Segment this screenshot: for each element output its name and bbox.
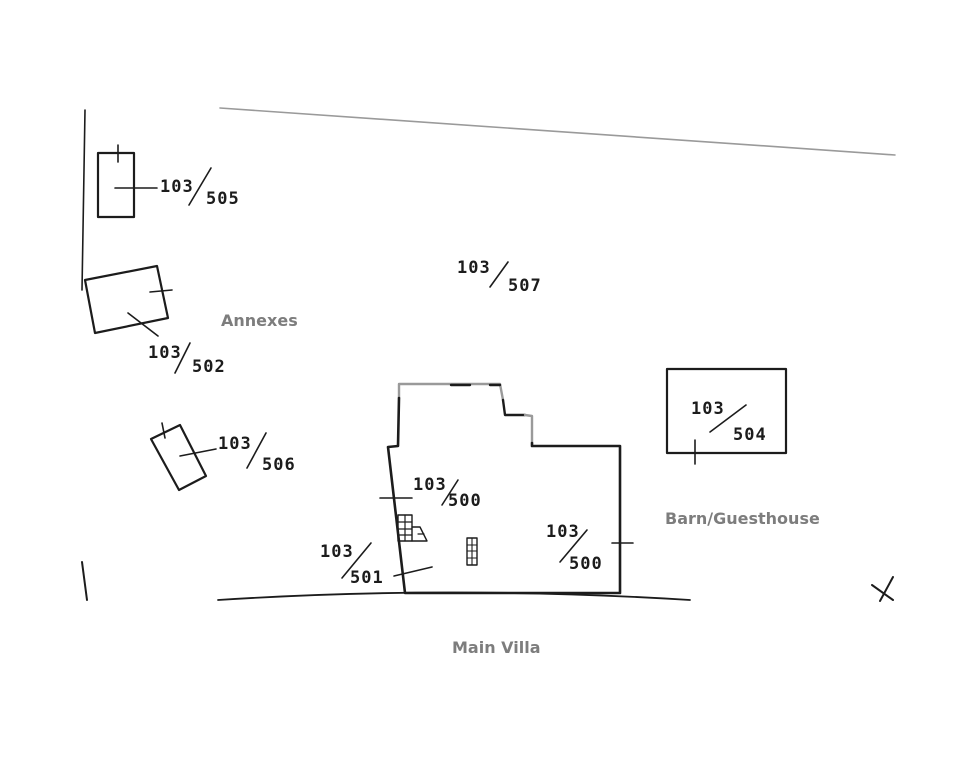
staircase-hatch	[397, 514, 428, 542]
parcel-507: 103 507	[457, 258, 542, 296]
parcel-507-number: 507	[508, 276, 542, 296]
west-boundary-stub	[81, 561, 88, 601]
parcel-504-block: 103	[691, 399, 725, 419]
building-500-main-villa: 103 500 103 500	[379, 382, 634, 595]
parcel-502-number: 502	[192, 357, 226, 377]
parcel-506-block: 103	[218, 434, 252, 454]
parcel-506-number: 506	[262, 455, 296, 475]
parcel-501-number: 501	[350, 568, 384, 588]
parcel-502-block: 103	[148, 343, 182, 363]
north-boundary-line	[219, 107, 896, 156]
building-502: 103 502	[83, 264, 226, 377]
parcel-501: 103 501	[320, 542, 433, 588]
parcel-500-a-block: 103	[413, 475, 447, 495]
parcel-505-number: 505	[206, 189, 240, 209]
parcel-500-b-block: 103	[546, 522, 580, 542]
building-506: 103 506	[149, 422, 296, 492]
parcel-504-number: 504	[733, 425, 767, 445]
west-boundary-line	[81, 109, 86, 291]
parcel-501-block: 103	[320, 542, 354, 562]
parcel-505-block: 103	[160, 177, 194, 197]
parcel-507-block: 103	[457, 258, 491, 278]
annexes-label: Annexes	[221, 311, 298, 330]
boundary-marker-cross	[871, 576, 894, 602]
building-505: 103 505	[96, 144, 240, 219]
stair-hatch-inner	[466, 537, 478, 566]
building-504: 103 504	[665, 367, 788, 465]
parcel-500-b-number: 500	[569, 554, 603, 574]
main-villa-label: Main Villa	[452, 638, 541, 657]
barn-guesthouse-label: Barn/Guesthouse	[665, 509, 820, 528]
parcel-500-a-number: 500	[448, 491, 482, 511]
